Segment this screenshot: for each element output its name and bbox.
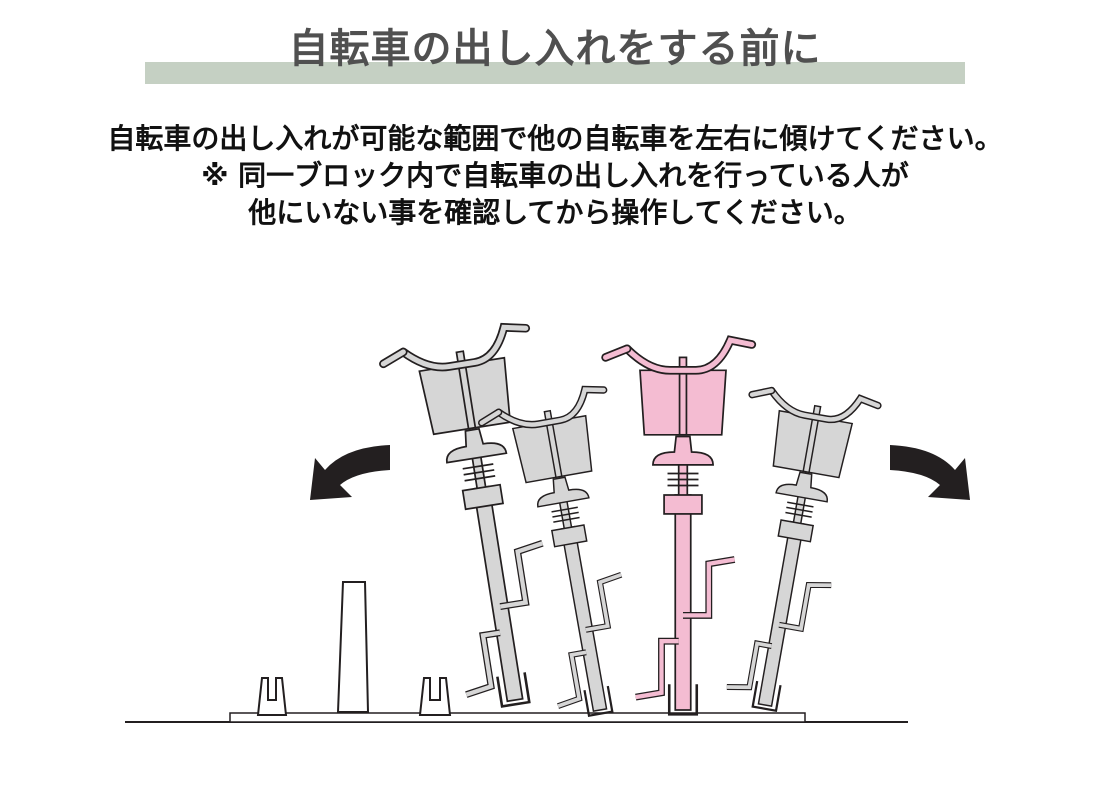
page-title: 自転車の出し入れをする前に bbox=[288, 26, 822, 72]
bicycle-tilted-right bbox=[699, 380, 879, 719]
tilt-left-arrow-icon bbox=[310, 445, 390, 500]
rack-stand-low bbox=[256, 677, 288, 716]
rack-stand-tall bbox=[336, 581, 370, 713]
bicycle-tilted-left bbox=[381, 324, 584, 716]
instruction-line-1: 自転車の出し入れが可能な範囲で他の自転車を左右に傾けてください。 bbox=[107, 122, 1003, 155]
bicycle-target-pink bbox=[606, 340, 752, 714]
rack-platform bbox=[229, 712, 806, 723]
instruction-line-2: ※ 同一ブロック内で自転車の出し入れを行っている人が bbox=[201, 159, 909, 192]
title-underline-bar bbox=[145, 62, 965, 84]
tilt-right-arrow-icon bbox=[890, 445, 970, 500]
rack-stand-low bbox=[418, 677, 452, 716]
instruction-line-3: 他にいない事を確認してから操作してください。 bbox=[248, 196, 862, 229]
